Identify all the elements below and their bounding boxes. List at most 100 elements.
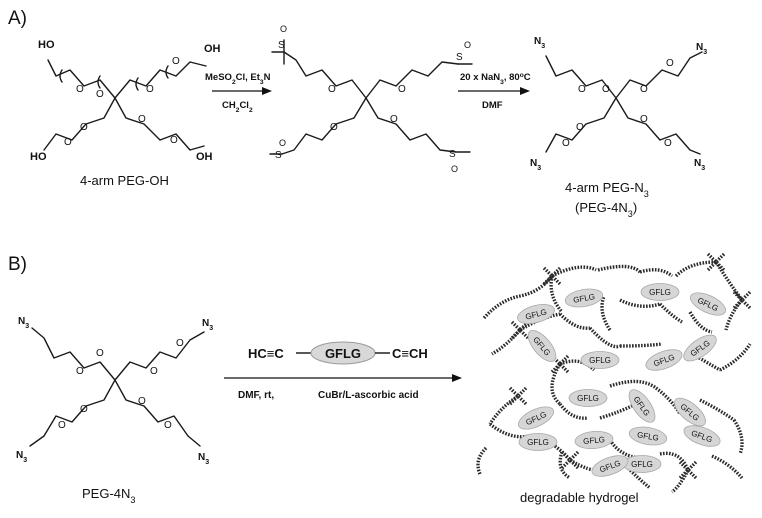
peptide-oval-shape: [683, 334, 717, 362]
peptide-oval-shape: [591, 455, 629, 477]
hydroxyl-label: OH: [204, 43, 221, 55]
peptide-oval-shape: [674, 397, 706, 427]
gflg-peptide-oval: GFLG: [628, 389, 656, 423]
peptide-oval-shape: [628, 426, 668, 446]
azide-label: N3: [530, 158, 541, 172]
gflg-peptide-oval: GFLG: [674, 397, 706, 427]
peg-chain: [599, 402, 637, 420]
peptide-oval-shape: [574, 430, 614, 450]
molecule-peg-n3: O O O O O O O O N3 N3 N3 N3: [530, 36, 707, 172]
crosslink-node: [542, 266, 562, 286]
peptide-oval-shape: [645, 349, 683, 371]
peptide-oval-shape: [690, 292, 726, 316]
peg-chain: [588, 326, 621, 349]
molecule-mesylate: S S S S O O O O O O O O: [269, 24, 473, 174]
crosslinker-left: HC≡C: [248, 346, 284, 361]
molecule-peg-4n3: O O O O O O O O N3 N3 N3 N3: [16, 316, 213, 466]
arrowhead-1: [262, 87, 272, 95]
atom-o: O: [176, 338, 184, 349]
crosslink-node: [706, 252, 726, 272]
crosslinker-right: C≡CH: [392, 346, 428, 361]
azide-label: N3: [696, 42, 707, 56]
peg-chain: [670, 469, 690, 494]
peg-chain: [699, 398, 735, 422]
gflg-peptide-oval: GFLG: [683, 334, 717, 362]
atom-o: O: [451, 164, 458, 174]
peg-chain: [711, 454, 744, 480]
crosslink-node: [510, 320, 530, 340]
peg-chain: [654, 386, 682, 415]
peptide-oval-shape: [518, 433, 558, 451]
atom-o: O: [172, 56, 180, 67]
hydroxyl-label: OH: [196, 151, 213, 163]
crosslink-node: [508, 386, 528, 406]
crosslink-node: [510, 320, 530, 340]
peptide-label: GFLG: [527, 438, 549, 447]
crosslink-node: [732, 290, 752, 310]
atom-o: O: [640, 84, 648, 95]
reagent-1-top: MeSO2Cl, Et3N: [205, 72, 271, 86]
crosslink-node: [508, 386, 528, 406]
atom-o: O: [76, 84, 84, 95]
peg-chain: [658, 302, 683, 324]
peptide-oval-shape: [580, 351, 620, 369]
peptide-label: GFLG: [583, 435, 605, 446]
atom-o: O: [150, 366, 158, 377]
atom-o: O: [58, 420, 66, 431]
atom-o: O: [138, 114, 146, 125]
panel-a-label: A): [8, 8, 27, 29]
peptide-oval-shape: [564, 288, 604, 308]
start-name-b: PEG-4N3: [82, 486, 135, 505]
arrowhead-3: [452, 374, 462, 382]
atom-s: S: [278, 40, 285, 51]
peptide-oval-shape: [518, 406, 554, 430]
gflg-peptide-oval: GFLG: [690, 292, 726, 316]
azide-label: N3: [198, 452, 209, 466]
atom-o: O: [464, 40, 471, 50]
peg-chain: [639, 268, 674, 278]
atom-o: O: [96, 348, 104, 359]
peg-chain: [551, 265, 597, 278]
panel-b-label: B): [8, 254, 27, 275]
peg-chain: [476, 446, 488, 475]
reagent-1-bottom: CH2Cl2: [222, 100, 253, 114]
azide-label: N3: [16, 450, 27, 464]
start-name-a: 4-arm PEG-OH: [80, 173, 169, 188]
gflg-peptide-oval: GFLG: [591, 455, 629, 477]
peg-chain: [659, 451, 690, 471]
gflg-peptide-oval: GFLG: [517, 304, 555, 324]
atom-o: O: [76, 366, 84, 377]
peg-chain: [558, 312, 591, 330]
crosslink-node: [550, 354, 570, 374]
crosslink-node: [706, 252, 726, 272]
peg-chain: [724, 298, 744, 331]
peptide-oval-shape: [628, 389, 656, 423]
atom-o: O: [640, 114, 648, 125]
atom-o: O: [280, 24, 287, 34]
atom-o: O: [398, 84, 406, 95]
gflg-peptide-oval: GFLG: [683, 425, 721, 447]
peptide-label: GFLG: [577, 394, 599, 403]
conditions-left: DMF, rt,: [238, 390, 274, 401]
atom-o: O: [578, 84, 586, 95]
peptide-oval-shape: [517, 304, 555, 324]
peptide-label: GFLG: [631, 460, 653, 469]
hydroxyl-label: HO: [38, 39, 55, 51]
azide-label: N3: [694, 158, 705, 172]
atom-s: S: [275, 150, 282, 161]
gflg-peptide-oval: GFLG: [580, 351, 620, 369]
atom-o: O: [664, 138, 672, 149]
atom-o: O: [80, 404, 88, 415]
peg-chain: [558, 451, 571, 480]
gflg-peptide-oval: GFLG: [574, 430, 614, 450]
peptide-oval-shape: [527, 330, 557, 362]
peg-chain: [626, 466, 652, 490]
azide-label: N3: [202, 318, 213, 332]
azide-label: N3: [534, 36, 545, 50]
arrowhead-2: [520, 87, 530, 95]
peptide-oval-shape: [683, 425, 721, 447]
reagent-2-bottom: DMF: [482, 100, 503, 111]
peg-chain: [608, 439, 641, 460]
